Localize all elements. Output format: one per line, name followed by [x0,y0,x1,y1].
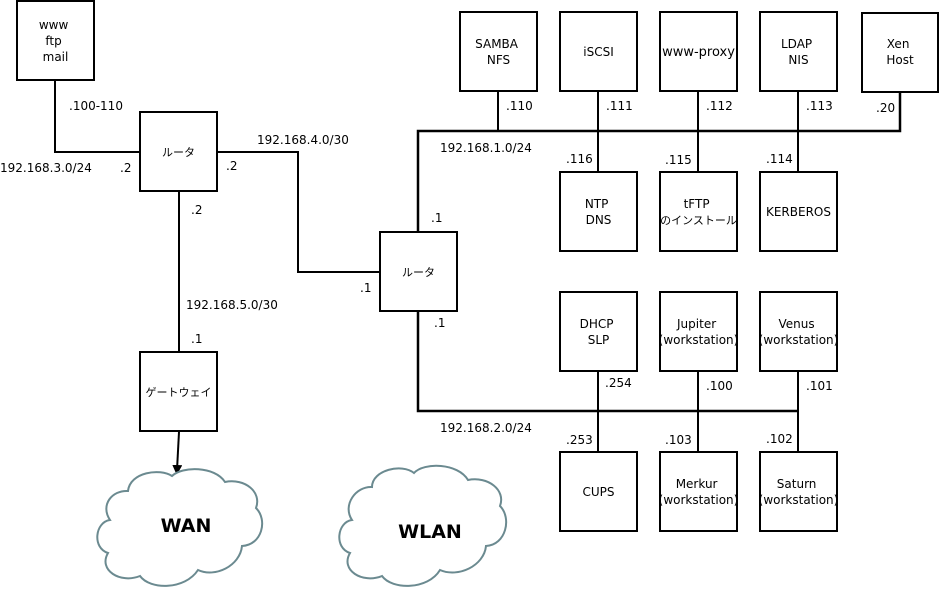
node-www-proxy: www-proxy [659,11,738,92]
node-samba-nfs: SAMBA NFS [459,11,538,92]
node-label: NTP DNS [585,197,612,227]
ip-label: .115 [665,153,692,167]
node-xen-host: Xen Host [861,12,939,93]
ip-label: .2 [120,161,131,175]
node-ntp-dns: NTP DNS [559,171,638,252]
node-label: ゲートウェイ [146,386,212,399]
node-label: Merkur (workstation) [659,477,739,507]
ip-label: .111 [606,99,633,113]
ip-label: .116 [566,152,593,166]
range-label: .100-110 [69,99,123,113]
node-label: Saturn (workstation) [759,477,839,507]
node-gateway: ゲートウェイ [139,351,218,432]
ip-label: .2 [226,159,237,173]
node-label: SAMBA NFS [475,37,522,67]
network-label-4: 192.168.4.0/30 [257,133,349,147]
connections [54,81,902,475]
ip-label: .20 [876,101,895,115]
ip-label: .101 [806,379,833,393]
node-iscsi: iSCSI [559,11,638,92]
node-ldap-nis: LDAP NIS [759,11,838,92]
node-www-ftp-mail: www ftp mail [16,0,95,81]
node-venus: Venus (workstation) [759,291,839,372]
ip-label: .254 [605,376,632,390]
ip-label: .113 [806,99,833,113]
node-label: www ftp mail [39,18,72,64]
node-cups: CUPS [559,451,638,532]
node-tftp: tFTP のインストール [659,171,738,252]
address-labels: .100-110 192.168.3.0/24 .2 .2 .2 192.168… [0,99,895,447]
node-label: www-proxy [662,45,735,60]
network-label-5: 192.168.5.0/30 [186,298,278,312]
wan-label: WAN [161,515,212,537]
link-web-to-router [54,81,140,153]
node-kerberos: KERBEROS [759,171,838,252]
ip-label: .1 [434,316,445,330]
backbone-net-2 [416,312,798,413]
ip-label: .112 [706,99,733,113]
ip-label: .1 [431,211,442,225]
node-label: KERBEROS [766,205,831,219]
link-router-to-router [218,151,380,273]
node-label: iSCSI [583,45,614,59]
node-label: Jupiter (workstation) [659,317,739,347]
wlan-cloud: WLAN [338,464,508,587]
ip-label: .100 [706,379,733,393]
ip-label: .102 [766,432,793,446]
node-label: Venus (workstation) [759,317,839,347]
node-label: LDAP NIS [781,37,816,67]
wlan-label: WLAN [398,521,462,543]
node-label: tFTP のインストール [660,197,737,227]
node-merkur: Merkur (workstation) [659,451,739,532]
ip-label: .253 [566,433,593,447]
node-label: ルータ [162,146,195,159]
wan-cloud: WAN [96,468,264,587]
node-saturn: Saturn (workstation) [759,451,839,532]
network-label-2: 192.168.2.0/24 [440,421,532,435]
ip-label: .1 [191,332,202,346]
node-label: Xen Host [886,37,914,67]
ip-label: .114 [766,152,793,166]
ip-label: .2 [191,203,202,217]
backbone-net-1 [416,93,902,232]
node-router-left: ルータ [139,111,218,192]
node-label: DHCP SLP [580,317,618,347]
node-label: CUPS [582,485,614,499]
node-jupiter: Jupiter (workstation) [659,291,739,372]
node-router-center: ルータ [379,231,458,312]
node-dhcp-slp: DHCP SLP [559,291,638,372]
network-label-1: 192.168.1.0/24 [440,141,532,155]
network-label-3: 192.168.3.0/24 [0,161,92,175]
ip-label: .110 [506,99,533,113]
ip-label: .1 [360,281,371,295]
link-gateway-to-wan [172,431,183,475]
ip-label: .103 [665,433,692,447]
node-label: ルータ [402,266,435,279]
